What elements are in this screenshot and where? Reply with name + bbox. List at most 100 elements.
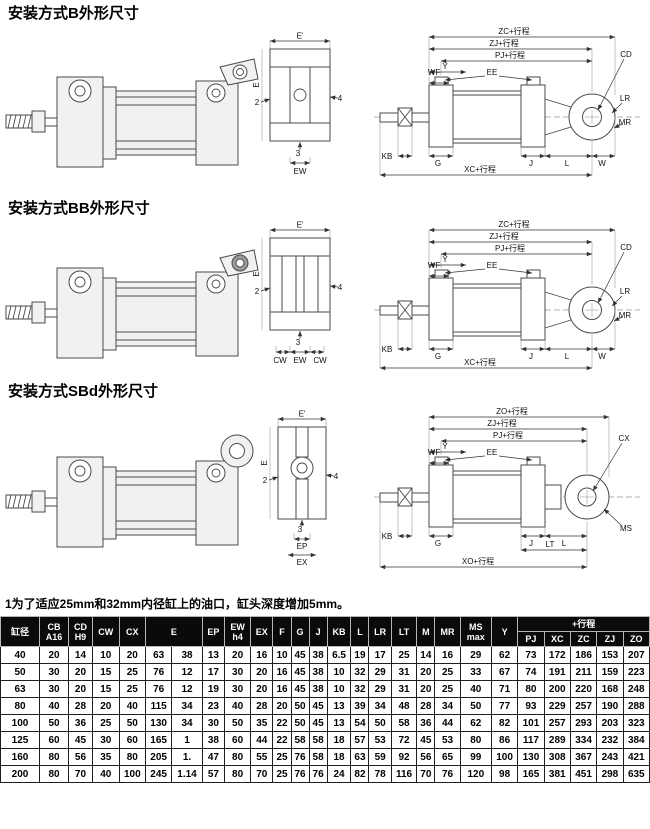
dim-cell: 30 xyxy=(38,680,70,698)
dim-cell: 58 xyxy=(308,731,328,749)
dim-label-wf: WF xyxy=(428,68,441,77)
sbd-cross-section-view: E' E 2 4 3 EP EX xyxy=(260,410,339,568)
dim-cell: 17 xyxy=(201,663,226,681)
dim-cell: 243 xyxy=(596,748,624,766)
dim-cell: 70 xyxy=(68,765,93,783)
dim-cell: 35 xyxy=(250,714,274,732)
col-header: EX xyxy=(250,616,274,647)
dim-cell: 30 xyxy=(201,714,226,732)
dim-cell: 257 xyxy=(569,697,598,715)
dim-cell: 172 xyxy=(543,646,571,664)
dim-cell: 40 xyxy=(38,697,70,715)
bore-cell: 160 xyxy=(0,748,40,766)
dim-cell: 20 xyxy=(118,646,146,664)
dim-cell: 16 xyxy=(272,663,292,681)
dim-cell: 32 xyxy=(350,680,370,698)
dim-cell: 168 xyxy=(596,680,624,698)
dim-cell: 16 xyxy=(434,646,461,664)
col-header: KB xyxy=(326,616,352,647)
dim-cell: 25 xyxy=(91,714,120,732)
dim-cell: 50 xyxy=(459,697,492,715)
dim-cell: 19 xyxy=(201,680,226,698)
col-header: LR xyxy=(368,616,392,647)
col-header: E xyxy=(144,616,203,647)
dim-label-lt: LT xyxy=(546,540,555,549)
section-b-title: 安装方式B外形尺寸 xyxy=(8,5,139,22)
callout-3: 3 xyxy=(296,338,301,347)
dim-cell: 99 xyxy=(459,748,492,766)
dim-cell: 47 xyxy=(201,748,226,766)
dim-cell: 62 xyxy=(490,646,519,664)
dim-cell: 25 xyxy=(118,663,146,681)
dim-label-w: W xyxy=(598,352,606,361)
dim-cell: 60 xyxy=(38,731,70,749)
dim-cell: 25 xyxy=(118,680,146,698)
dim-cell: 1.14 xyxy=(171,765,203,783)
sbd-pictorial-view xyxy=(5,434,254,548)
dim-cell: 82 xyxy=(490,714,519,732)
dim-cell: 45 xyxy=(308,697,328,715)
dim-cell: 298 xyxy=(596,765,624,783)
dim-cell: 35 xyxy=(91,748,120,766)
dim-cell: 31 xyxy=(390,680,418,698)
dim-cell: 20 xyxy=(68,680,93,698)
dim-cell: 40 xyxy=(91,765,120,783)
dim-cell: 76 xyxy=(144,680,173,698)
dim-cell: 77 xyxy=(490,697,519,715)
dim-cell: 25 xyxy=(272,765,292,783)
section-bb-drawings: E' E 2 4 3 CW EW CW xyxy=(5,219,640,371)
dim-cell: 10 xyxy=(326,680,352,698)
dim-cell: 92 xyxy=(390,748,418,766)
dim-cell: 384 xyxy=(622,731,650,749)
col-header: CD H9 xyxy=(68,616,93,647)
dim-cell: 18 xyxy=(326,748,352,766)
dim-cell: 38 xyxy=(308,663,328,681)
dim-cell: 72 xyxy=(390,731,418,749)
dim-cell: 38 xyxy=(308,646,328,664)
dim-cell: 15 xyxy=(91,680,120,698)
dim-cell: 10 xyxy=(272,646,292,664)
dim-label-j: J xyxy=(529,352,533,361)
dim-cell: 16 xyxy=(272,680,292,698)
section-b-drawings: E' E 2 4 3 EW xyxy=(5,26,640,178)
tie-rods xyxy=(116,96,196,150)
dim-label-zo: ZO+行程 xyxy=(496,406,528,416)
dim-label-kb: KB xyxy=(382,532,393,541)
dim-label-ew: EW xyxy=(294,167,307,176)
dim-label-y: Y xyxy=(442,255,448,264)
dim-cell: 20 xyxy=(68,663,93,681)
dim-cell: 381 xyxy=(543,765,571,783)
dim-label-l: L xyxy=(565,352,570,361)
dim-cell: 30 xyxy=(91,731,120,749)
dim-cell: 20 xyxy=(250,680,274,698)
dim-cell: 80 xyxy=(224,748,252,766)
dim-cell: 70 xyxy=(416,765,436,783)
dim-cell: 100 xyxy=(490,748,519,766)
dim-label-wf: WF xyxy=(428,261,441,270)
dim-cell: 220 xyxy=(569,680,598,698)
barrel xyxy=(115,90,197,156)
dim-cell: 200 xyxy=(543,680,571,698)
dim-cell: 248 xyxy=(622,680,650,698)
bore-cell: 125 xyxy=(0,731,40,749)
dim-cell: 153 xyxy=(596,646,624,664)
dim-cell: 28 xyxy=(250,697,274,715)
sbd-side-view: ZO+行程 ZJ+行程 PJ+行程 Y WF EE CX MS KB G J L xyxy=(374,406,640,570)
b-pictorial-view xyxy=(5,58,259,168)
dim-cell: 20 xyxy=(224,646,252,664)
dim-cell: 191 xyxy=(543,663,571,681)
dim-cell: 50 xyxy=(224,714,252,732)
col-header: G xyxy=(290,616,310,647)
dim-cell: 50 xyxy=(368,714,392,732)
bore-cell: 50 xyxy=(0,663,40,681)
col-header-plus-stroke: +行程 xyxy=(517,616,650,632)
dim-cell: 34 xyxy=(434,697,461,715)
dim-cell: 53 xyxy=(434,731,461,749)
dim-cell: 29 xyxy=(368,680,392,698)
callout-3: 3 xyxy=(296,149,301,158)
dim-cell: 232 xyxy=(596,731,624,749)
front-port-boss xyxy=(68,459,92,483)
